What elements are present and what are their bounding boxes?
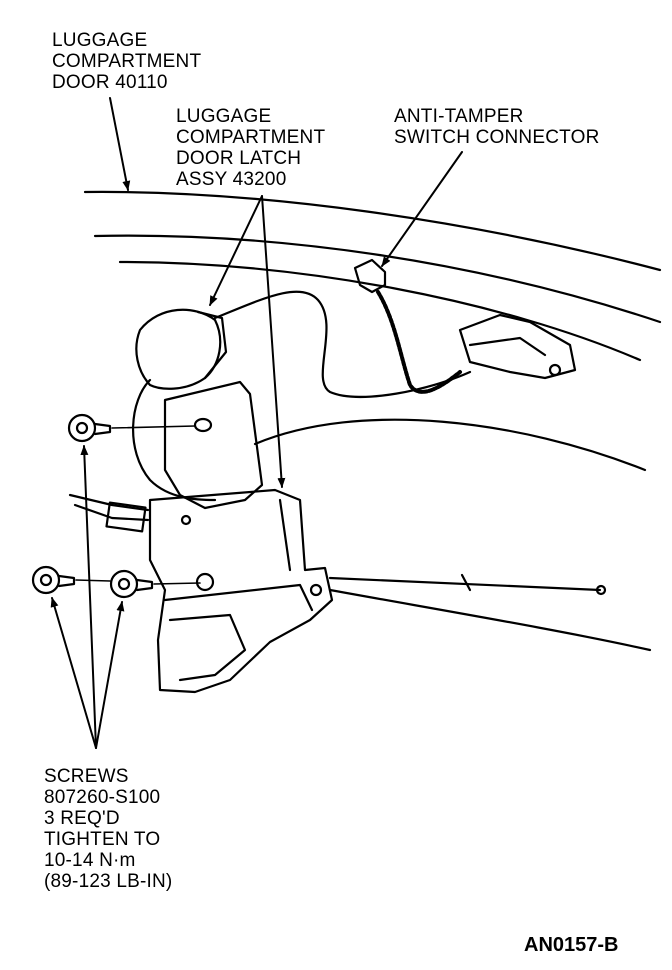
leader-screw-left — [50, 597, 97, 749]
door-label: LUGGAGE COMPARTMENT DOOR 40110 — [52, 30, 202, 93]
switch-body — [458, 313, 577, 380]
screws-label: SCREWS 807260-S100 3 REQ'D TIGHTEN TO 10… — [44, 766, 173, 892]
bracket-slot — [193, 417, 213, 433]
release-rod-clip — [460, 573, 472, 592]
door-panel-edge — [118, 260, 642, 362]
leader-screw-middle — [95, 601, 125, 749]
latch-body-detail — [168, 613, 247, 682]
harness-connector — [105, 501, 147, 533]
switch-connector-label: ANTI-TAMPER SWITCH CONNECTOR — [394, 106, 600, 148]
latch-cable — [213, 290, 472, 398]
latch-label: LUGGAGE COMPARTMENT DOOR LATCH ASSY 4320… — [176, 106, 326, 190]
switch-cable — [376, 290, 462, 394]
latch-actuator-cap — [196, 310, 228, 380]
screw-upper — [67, 413, 112, 443]
leader-door — [109, 97, 131, 191]
latch-mount-hole — [309, 583, 323, 597]
latch-pivot — [195, 572, 215, 592]
leader-switch — [381, 151, 463, 267]
leader-latch-to-body — [261, 195, 286, 488]
switch-connector-body — [353, 258, 387, 294]
release-rod-end — [595, 584, 607, 596]
door-panel-lower-curve — [328, 588, 652, 652]
leader-latch-to-housing — [209, 195, 263, 306]
latch-actuator-housing — [135, 308, 222, 390]
switch-mount — [548, 363, 562, 377]
screw-left — [31, 565, 76, 595]
switch-body-detail — [468, 336, 547, 357]
wiring-harness — [68, 493, 150, 512]
latch-cable — [131, 378, 217, 502]
latch-bracket-plate — [163, 380, 264, 510]
leader-screw-upper — [80, 445, 97, 749]
release-rod — [328, 576, 602, 592]
screw-upper-centerline — [111, 425, 196, 429]
latch-body-detail — [163, 583, 314, 612]
latch-body — [148, 488, 334, 694]
screw-middle — [109, 569, 154, 599]
screw-left-centerline — [75, 579, 111, 582]
door-panel-inner-curve — [253, 418, 647, 472]
door-panel-edge — [83, 190, 662, 272]
figure-id: AN0157-B — [524, 934, 619, 956]
latch-body-detail — [278, 498, 292, 572]
door-panel-edge — [93, 234, 662, 324]
latch-mount-hole — [180, 514, 192, 526]
screw-middle-centerline — [153, 582, 201, 585]
